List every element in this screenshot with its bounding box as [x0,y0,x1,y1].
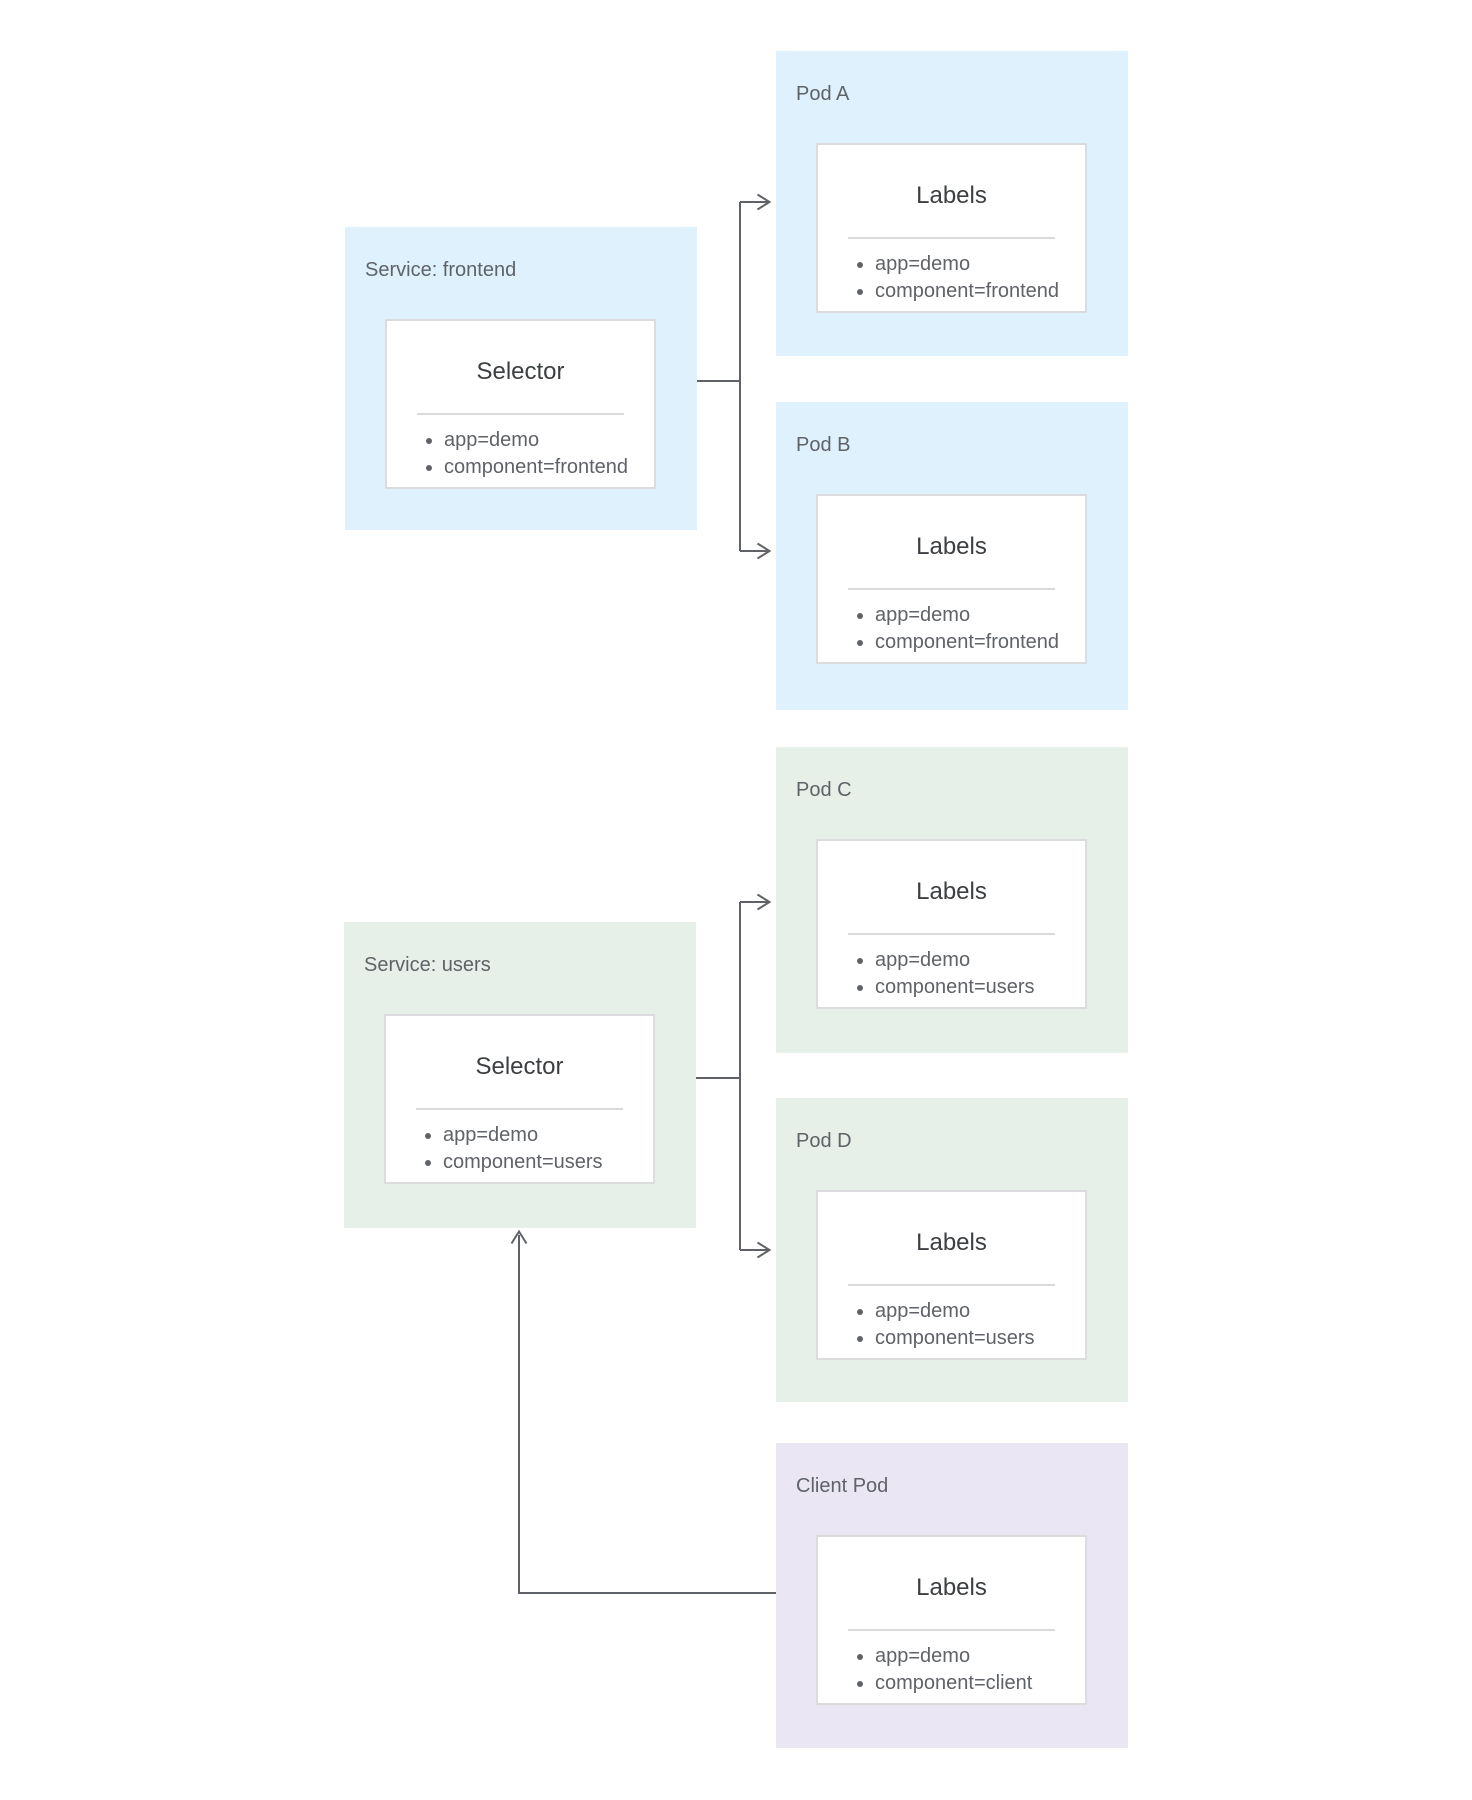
labels-card-title: Labels [916,182,987,209]
service-users-selector-card: Selector app=demo component=users [384,1014,655,1184]
arrowhead-service-users [510,1229,528,1245]
selector-card-title: Selector [475,1053,564,1080]
selector-item-list: app=demo component=frontend [387,427,654,481]
labels-item-list: app=demo component=users [818,1298,1085,1352]
label-item: app=demo [875,947,1075,974]
labels-item-list: app=demo component=users [818,947,1085,1001]
selector-item: component=frontend [444,454,644,481]
pod-c-labels-card: Labels app=demo component=users [816,839,1087,1009]
arrowhead-pod-a [756,193,772,211]
selector-item: component=users [443,1149,643,1176]
selector-card-title: Selector [476,358,565,385]
labels-card-title: Labels [916,533,987,560]
client-pod-box: Client Pod Labels app=demo component=cli… [776,1443,1128,1748]
connector-client-to-users [518,1235,776,1594]
card-divider [416,1108,623,1110]
service-frontend-label: Service: frontend [365,259,517,281]
labels-item-list: app=demo component=client [818,1643,1085,1697]
client-pod-labels-card: Labels app=demo component=client [816,1535,1087,1705]
labels-item-list: app=demo component=frontend [818,602,1085,656]
pod-c-label: Pod C [796,779,852,801]
card-divider [848,1629,1055,1631]
pod-d-box: Pod D Labels app=demo component=users [776,1098,1128,1402]
selector-item-list: app=demo component=users [386,1122,653,1176]
pod-c-box: Pod C Labels app=demo component=users [776,747,1128,1053]
label-item: component=frontend [875,629,1075,656]
labels-card-title: Labels [916,878,987,905]
pod-b-labels-card: Labels app=demo component=frontend [816,494,1087,664]
selector-item: app=demo [443,1122,643,1149]
service-frontend-selector-card: Selector app=demo component=frontend [385,319,656,489]
service-users-box: Service: users Selector app=demo compone… [344,922,696,1228]
pod-d-labels-card: Labels app=demo component=users [816,1190,1087,1360]
service-frontend-box: Service: frontend Selector app=demo comp… [345,227,697,530]
service-users-label: Service: users [364,954,491,976]
arrowhead-pod-d [756,1241,772,1259]
selector-item: app=demo [444,427,644,454]
label-item: component=users [875,1325,1075,1352]
labels-card-title: Labels [916,1229,987,1256]
arrowhead-pod-c [756,893,772,911]
labels-card-title: Labels [916,1574,987,1601]
label-item: app=demo [875,1643,1075,1670]
card-divider [848,588,1055,590]
label-item: component=users [875,974,1075,1001]
labels-item-list: app=demo component=frontend [818,251,1085,305]
label-item: app=demo [875,1298,1075,1325]
pod-d-label: Pod D [796,1130,852,1152]
label-item: app=demo [875,602,1075,629]
connector-frontend-trunk [696,202,741,551]
card-divider [848,237,1055,239]
connector-users-trunk [696,902,741,1250]
label-item: component=frontend [875,278,1075,305]
card-divider [848,933,1055,935]
pod-b-label: Pod B [796,434,851,456]
arrowhead-pod-b [756,542,772,560]
pod-b-box: Pod B Labels app=demo component=frontend [776,402,1128,710]
pod-a-label: Pod A [796,83,850,105]
card-divider [417,413,624,415]
pod-a-labels-card: Labels app=demo component=frontend [816,143,1087,313]
card-divider [848,1284,1055,1286]
client-pod-label: Client Pod [796,1475,889,1497]
pod-a-box: Pod A Labels app=demo component=frontend [776,51,1128,356]
label-item: component=client [875,1670,1075,1697]
label-item: app=demo [875,251,1075,278]
